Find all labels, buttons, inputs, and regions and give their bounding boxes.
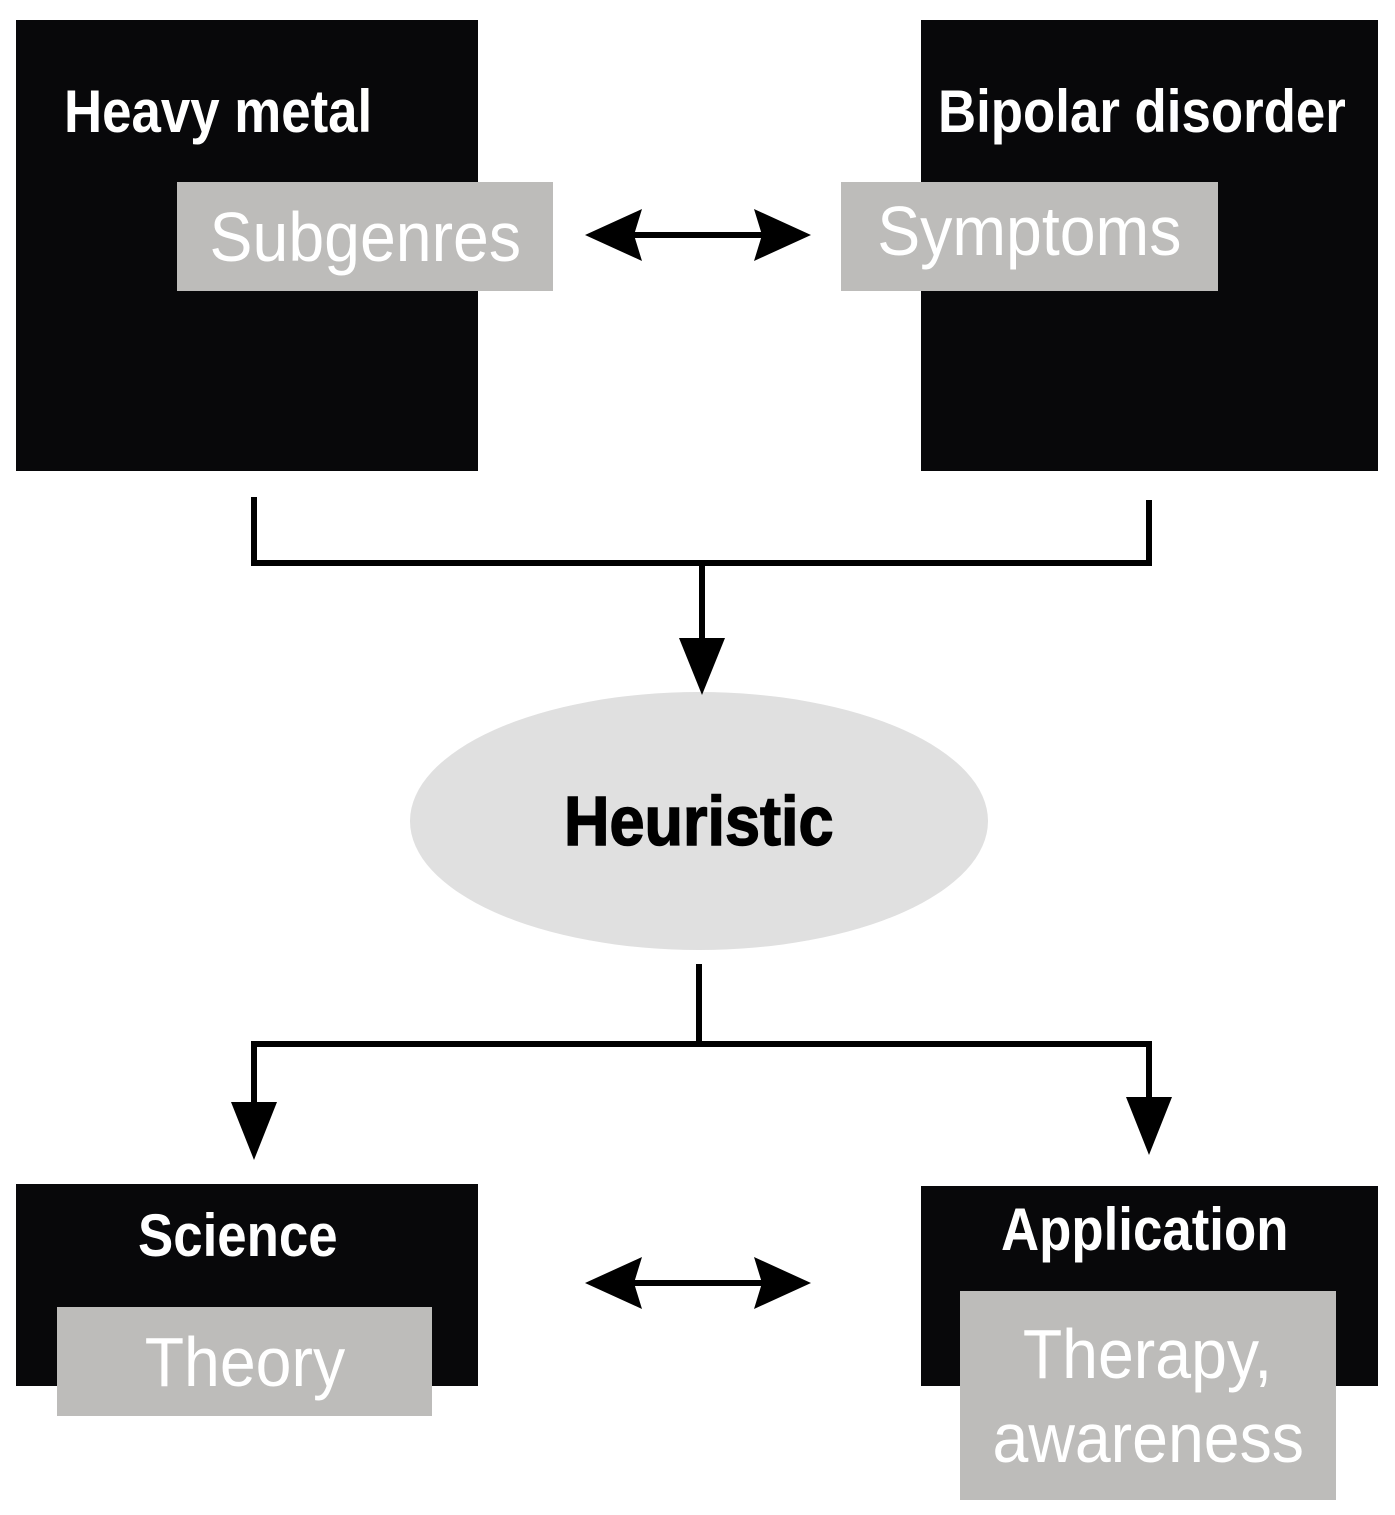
heuristic-label: Heuristic [564, 782, 835, 860]
heuristic-ellipse: Heuristic [410, 692, 988, 950]
heavy-metal-title: Heavy metal [64, 78, 373, 145]
symptoms-tag: Symptoms [841, 182, 1218, 291]
theory-label: Theory [144, 1322, 345, 1401]
application-title: Application [1001, 1196, 1289, 1263]
heuristic-arrowhead [679, 638, 725, 695]
science-arrowhead [231, 1102, 277, 1160]
bottom-double-arrow-left-head [585, 1257, 642, 1309]
awareness-label: awareness [992, 1398, 1304, 1477]
application-arrowhead [1126, 1097, 1172, 1155]
bottom-double-arrow-right-head [754, 1257, 811, 1309]
science-title: Science [138, 1202, 338, 1269]
subgenres-tag: Subgenres [177, 182, 553, 291]
symptoms-label: Symptoms [877, 191, 1182, 270]
therapy-awareness-tag: Therapy, awareness [960, 1291, 1336, 1500]
theory-tag: Theory [57, 1307, 432, 1416]
bipolar-disorder-title: Bipolar disorder [938, 78, 1346, 145]
subgenres-label: Subgenres [209, 197, 521, 276]
top-double-arrow-right-head [754, 209, 811, 261]
therapy-label: Therapy, [1023, 1314, 1273, 1393]
top-double-arrow-left-head [585, 209, 642, 261]
